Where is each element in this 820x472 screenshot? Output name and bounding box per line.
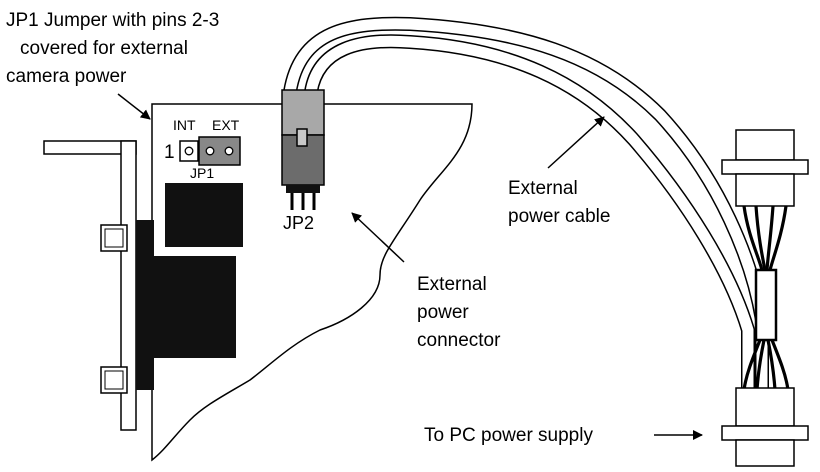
cable-callout-line-1: External xyxy=(508,178,578,199)
jp1-callout-arrow xyxy=(117,93,151,120)
pc-power-harness xyxy=(721,129,809,467)
jp1-header: INT EXT 1 JP1 xyxy=(164,117,241,181)
cable-callout-line-2: power cable xyxy=(508,206,610,227)
chip xyxy=(165,183,243,247)
jp1-label: JP1 xyxy=(190,165,214,181)
ext-label: EXT xyxy=(212,117,240,133)
connector-callout-arrow xyxy=(351,212,405,263)
connector-callout: External power connector xyxy=(417,274,501,351)
db-connector xyxy=(136,220,236,390)
psu-callout: To PC power supply xyxy=(424,425,593,446)
jp1-callout-line-2: covered for external xyxy=(20,38,188,59)
jp1-callout-line-1: JP1 Jumper with pins 2-3 xyxy=(6,10,219,31)
external-power-cable xyxy=(283,16,769,397)
jp1-callout: JP1 Jumper with pins 2-3 covered for ext… xyxy=(6,10,225,87)
jp1-callout-line-3: camera power xyxy=(6,66,127,87)
connector-callout-line-1: External xyxy=(417,274,487,295)
jp2-label: JP2 xyxy=(283,213,314,233)
jp1-jumper-cap xyxy=(198,136,241,166)
connector-callout-line-3: connector xyxy=(417,330,501,351)
jp2-connector: JP2 xyxy=(281,89,325,233)
mounting-bracket xyxy=(43,140,137,431)
cable-callout: External power cable xyxy=(508,178,610,227)
connector-callout-line-2: power xyxy=(417,302,469,323)
pin1-label: 1 xyxy=(164,142,175,163)
int-label: INT xyxy=(173,117,196,133)
cable-callout-arrow xyxy=(547,116,605,169)
